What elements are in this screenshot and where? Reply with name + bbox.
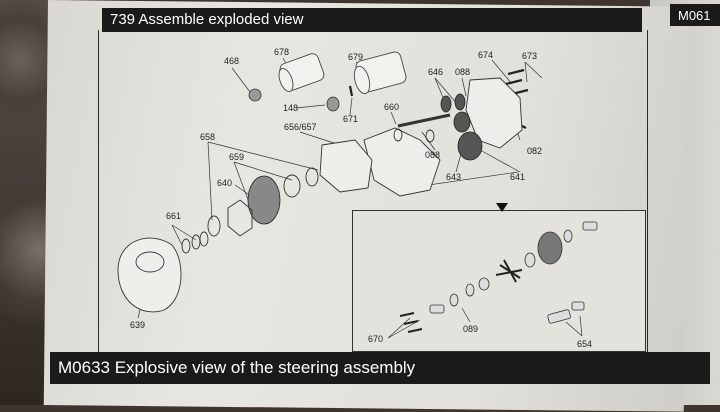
label-674: 674 (478, 50, 493, 60)
label-658: 658 (200, 132, 215, 142)
label-671: 671 (343, 114, 358, 124)
label-082: 082 (527, 146, 542, 156)
label-643: 643 (446, 172, 461, 182)
label-661: 661 (166, 211, 181, 221)
section-title-steering: M0633 Explosive view of the steering ass… (50, 352, 710, 384)
section-title-exploded-view: 739 Assemble exploded view (102, 8, 642, 32)
label-678: 678 (274, 47, 289, 57)
section-title-adjacent: M061 (670, 4, 720, 26)
label-641: 641 (510, 172, 525, 182)
label-148: 148 (283, 103, 298, 113)
label-646: 646 (428, 67, 443, 77)
label-654: 654 (577, 339, 592, 349)
label-659: 659 (229, 152, 244, 162)
label-670: 670 (368, 334, 383, 344)
label-673: 673 (522, 51, 537, 61)
label-656-657: 656/657 (284, 122, 317, 132)
label-679: 679 (348, 52, 363, 62)
label-089: 089 (463, 324, 478, 334)
label-660: 660 (384, 102, 399, 112)
label-468: 468 (224, 56, 239, 66)
label-088-top: 088 (455, 67, 470, 77)
label-088-mid: 088 (425, 150, 440, 160)
label-639: 639 (130, 320, 145, 330)
steering-inset-frame (352, 210, 646, 352)
label-640: 640 (217, 178, 232, 188)
